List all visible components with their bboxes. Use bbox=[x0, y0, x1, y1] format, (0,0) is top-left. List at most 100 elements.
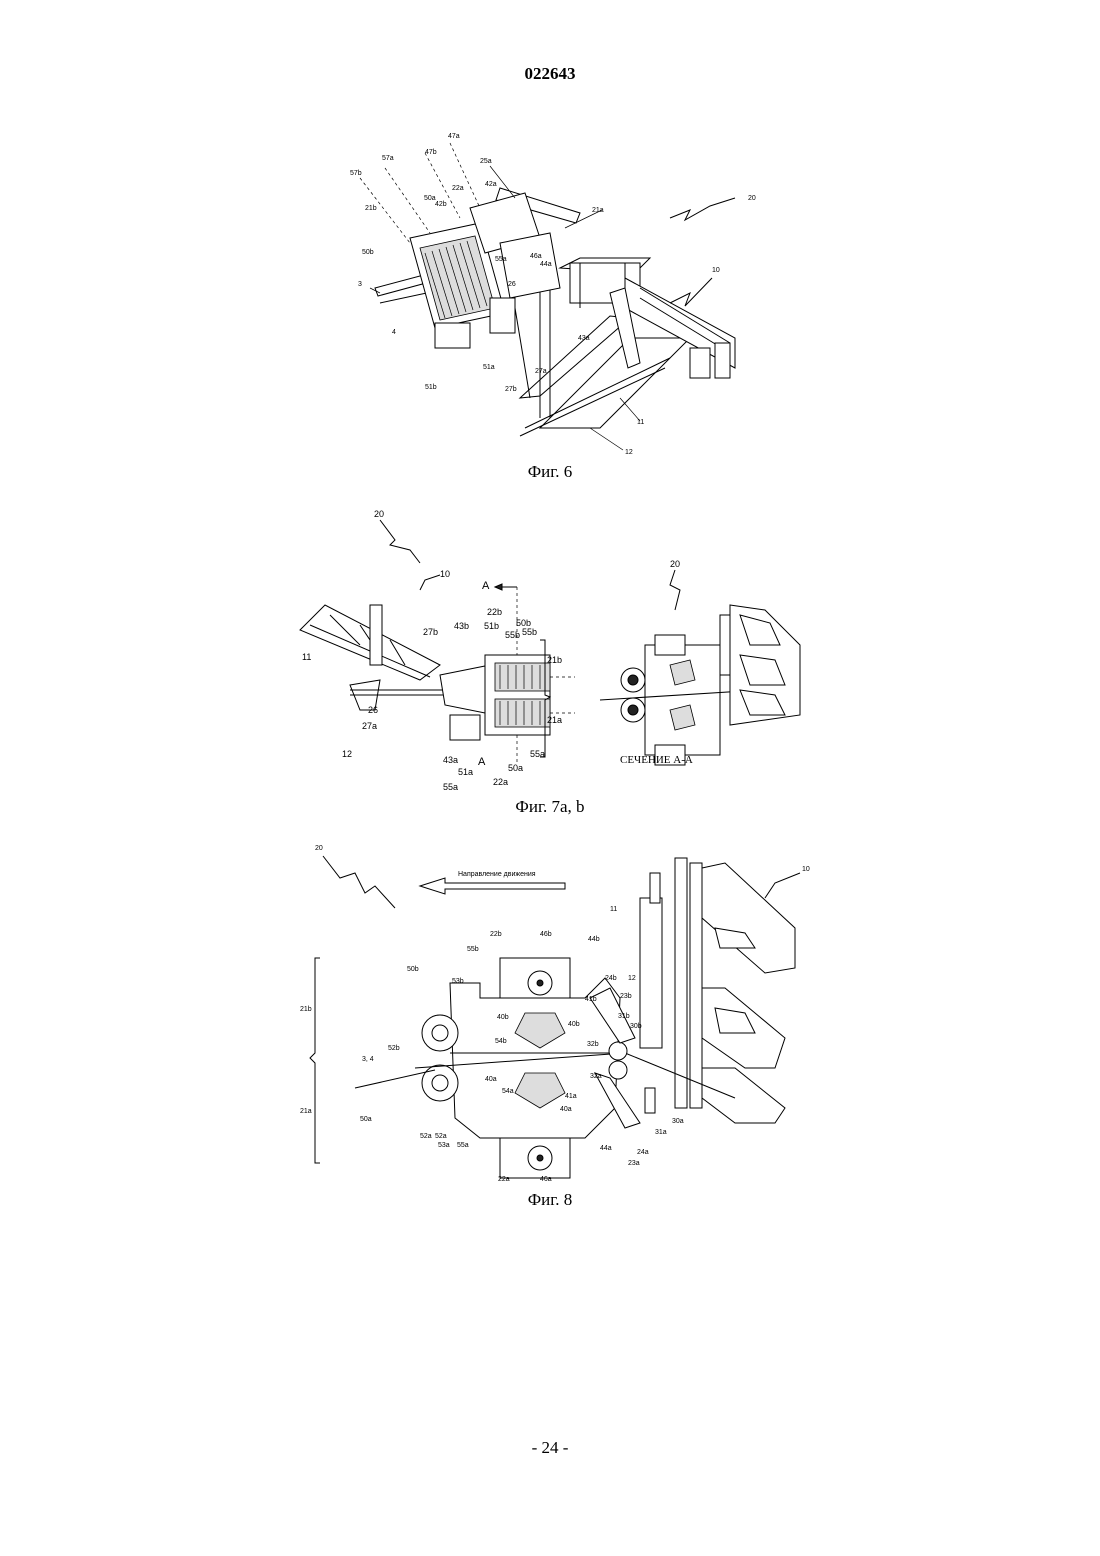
fig8-label: 22b bbox=[490, 931, 502, 938]
fig7-label: 26 bbox=[368, 705, 378, 715]
fig7-label: 22b bbox=[487, 607, 502, 617]
fig6-label: 10 bbox=[712, 267, 720, 274]
fig8-label: 44a bbox=[600, 1145, 612, 1152]
direction-label: Направление движения bbox=[458, 871, 536, 878]
fig8-label: 52a bbox=[420, 1133, 432, 1140]
fig6-label: 55a bbox=[495, 256, 507, 263]
figure-7-drawing: 20 10 A 22b 50b 55b 43b 51b 55b 27b 21b … bbox=[280, 505, 820, 800]
fig8-label: 53a bbox=[438, 1142, 450, 1149]
fig7-label: 21a bbox=[547, 715, 562, 725]
fig8-label: 10 bbox=[802, 866, 810, 873]
fig7-label: 51a bbox=[458, 767, 473, 777]
fig8-label: 40a bbox=[560, 1106, 572, 1113]
figure-6-caption: Фиг. 6 bbox=[450, 462, 650, 482]
fig7-label: 27b bbox=[423, 627, 438, 637]
fig7-label: 55a bbox=[443, 782, 458, 792]
fig7-label: 21b bbox=[547, 655, 562, 665]
fig8-label: 52b bbox=[388, 1045, 400, 1052]
fig8-label: 46b bbox=[540, 931, 552, 938]
fig8-label: 24a bbox=[637, 1149, 649, 1156]
fig8-label: 50a bbox=[360, 1116, 372, 1123]
fig8-label: 3, 4 bbox=[362, 1056, 374, 1063]
fig8-label: 40b bbox=[497, 1014, 509, 1021]
fig7-label: 43b bbox=[454, 621, 469, 631]
fig6-label: 27b bbox=[505, 386, 517, 393]
fig7-label: 55a bbox=[530, 749, 545, 759]
fig8-label: 32b bbox=[587, 1041, 599, 1048]
figure-7-caption: Фиг. 7a, b bbox=[450, 797, 650, 817]
fig6-label: 57b bbox=[350, 170, 362, 177]
fig8-label: 40b bbox=[568, 1021, 580, 1028]
fig6-cutter-heads bbox=[410, 193, 560, 348]
fig6-label: 47a bbox=[448, 133, 460, 140]
fig6-label: 21a bbox=[592, 207, 604, 214]
fig8-label: 52a bbox=[435, 1133, 447, 1140]
fig7-label: 22a bbox=[493, 777, 508, 787]
fig8-label: 50b bbox=[407, 966, 419, 973]
fig7b-section-label: СЕЧЕНИЕ A-A bbox=[620, 754, 693, 766]
fig6-label: 27a bbox=[535, 368, 547, 375]
figure-8-caption: Фиг. 8 bbox=[450, 1190, 650, 1210]
fig7-label: 55b bbox=[505, 630, 520, 640]
fig6-label: 43a bbox=[578, 335, 590, 342]
fig8-label: 54b bbox=[495, 1038, 507, 1045]
figure-6-drawing: 47a 47b 57a 57b 25a 22a 42a 50a 42b 21b … bbox=[340, 128, 760, 458]
fig8-label: 40a bbox=[485, 1076, 497, 1083]
fig6-label: 51b bbox=[425, 384, 437, 391]
figure-8-drawing: Направление движения bbox=[295, 838, 815, 1188]
fig6-label: 44a bbox=[540, 261, 552, 268]
fig6-label: 21b bbox=[365, 205, 377, 212]
fig8-label: 32a bbox=[590, 1073, 602, 1080]
page-number: - 24 - bbox=[0, 1438, 1100, 1458]
fig7-label: 51b bbox=[484, 621, 499, 631]
fig6-label: 47b bbox=[425, 149, 437, 156]
fig7-label: 10 bbox=[440, 569, 450, 579]
fig6-label: 51a bbox=[483, 364, 495, 371]
fig8-label: 31a bbox=[655, 1129, 667, 1136]
fig6-label: 42b bbox=[435, 201, 447, 208]
fig8-label: 23a bbox=[628, 1160, 640, 1167]
fig6-label: 11 bbox=[637, 419, 644, 426]
fig8-label: 11 bbox=[610, 906, 617, 913]
fig6-label: 22a bbox=[452, 185, 464, 192]
fig8-label: 54a bbox=[502, 1088, 514, 1095]
fig8-frame bbox=[640, 858, 795, 1123]
fig8-label: 55a bbox=[457, 1142, 469, 1149]
fig7-label: 50a bbox=[508, 763, 523, 773]
fig7-label: 27a bbox=[362, 721, 377, 731]
fig8-label: 53b bbox=[452, 978, 464, 985]
fig8-label: 30b bbox=[630, 1023, 642, 1030]
fig7b-section bbox=[600, 605, 800, 765]
fig6-label: 25a bbox=[480, 158, 492, 165]
fig6-label: 57a bbox=[382, 155, 394, 162]
fig6-label: 42a bbox=[485, 181, 497, 188]
direction-arrow bbox=[420, 878, 565, 894]
fig8-label: 46a bbox=[540, 1176, 552, 1183]
fig7a-frame bbox=[300, 605, 500, 715]
fig6-label: 46a bbox=[530, 253, 542, 260]
fig7-label: 12 bbox=[342, 749, 352, 759]
fig8-label: 24b bbox=[605, 975, 617, 982]
fig6-label: 26 bbox=[508, 281, 516, 288]
fig8-label: 44b bbox=[588, 936, 600, 943]
fig8-label: 41b bbox=[585, 996, 597, 1003]
fig8-label: 20 bbox=[315, 845, 323, 852]
fig8-label: 30a bbox=[672, 1118, 684, 1125]
fig7-label: A bbox=[482, 580, 490, 592]
fig6-label: 4 bbox=[392, 329, 396, 336]
fig6-label: 50b bbox=[362, 249, 374, 256]
fig8-label: 21a bbox=[300, 1108, 312, 1115]
fig8-label: 21b bbox=[300, 1006, 312, 1013]
fig7-label: 20 bbox=[374, 509, 384, 519]
fig6-label: 20 bbox=[748, 195, 756, 202]
document-number: 022643 bbox=[0, 64, 1100, 84]
fig7-label: A bbox=[478, 756, 486, 768]
fig7-label: 11 bbox=[302, 652, 311, 662]
fig8-label: 12 bbox=[628, 975, 636, 982]
fig8-label: 41a bbox=[565, 1093, 577, 1100]
fig6-label: 3 bbox=[358, 281, 362, 288]
fig8-label: 55b bbox=[467, 946, 479, 953]
fig7-label: 55b bbox=[522, 627, 537, 637]
fig7-label: 43a bbox=[443, 755, 458, 765]
fig8-label: 22a bbox=[498, 1176, 510, 1183]
